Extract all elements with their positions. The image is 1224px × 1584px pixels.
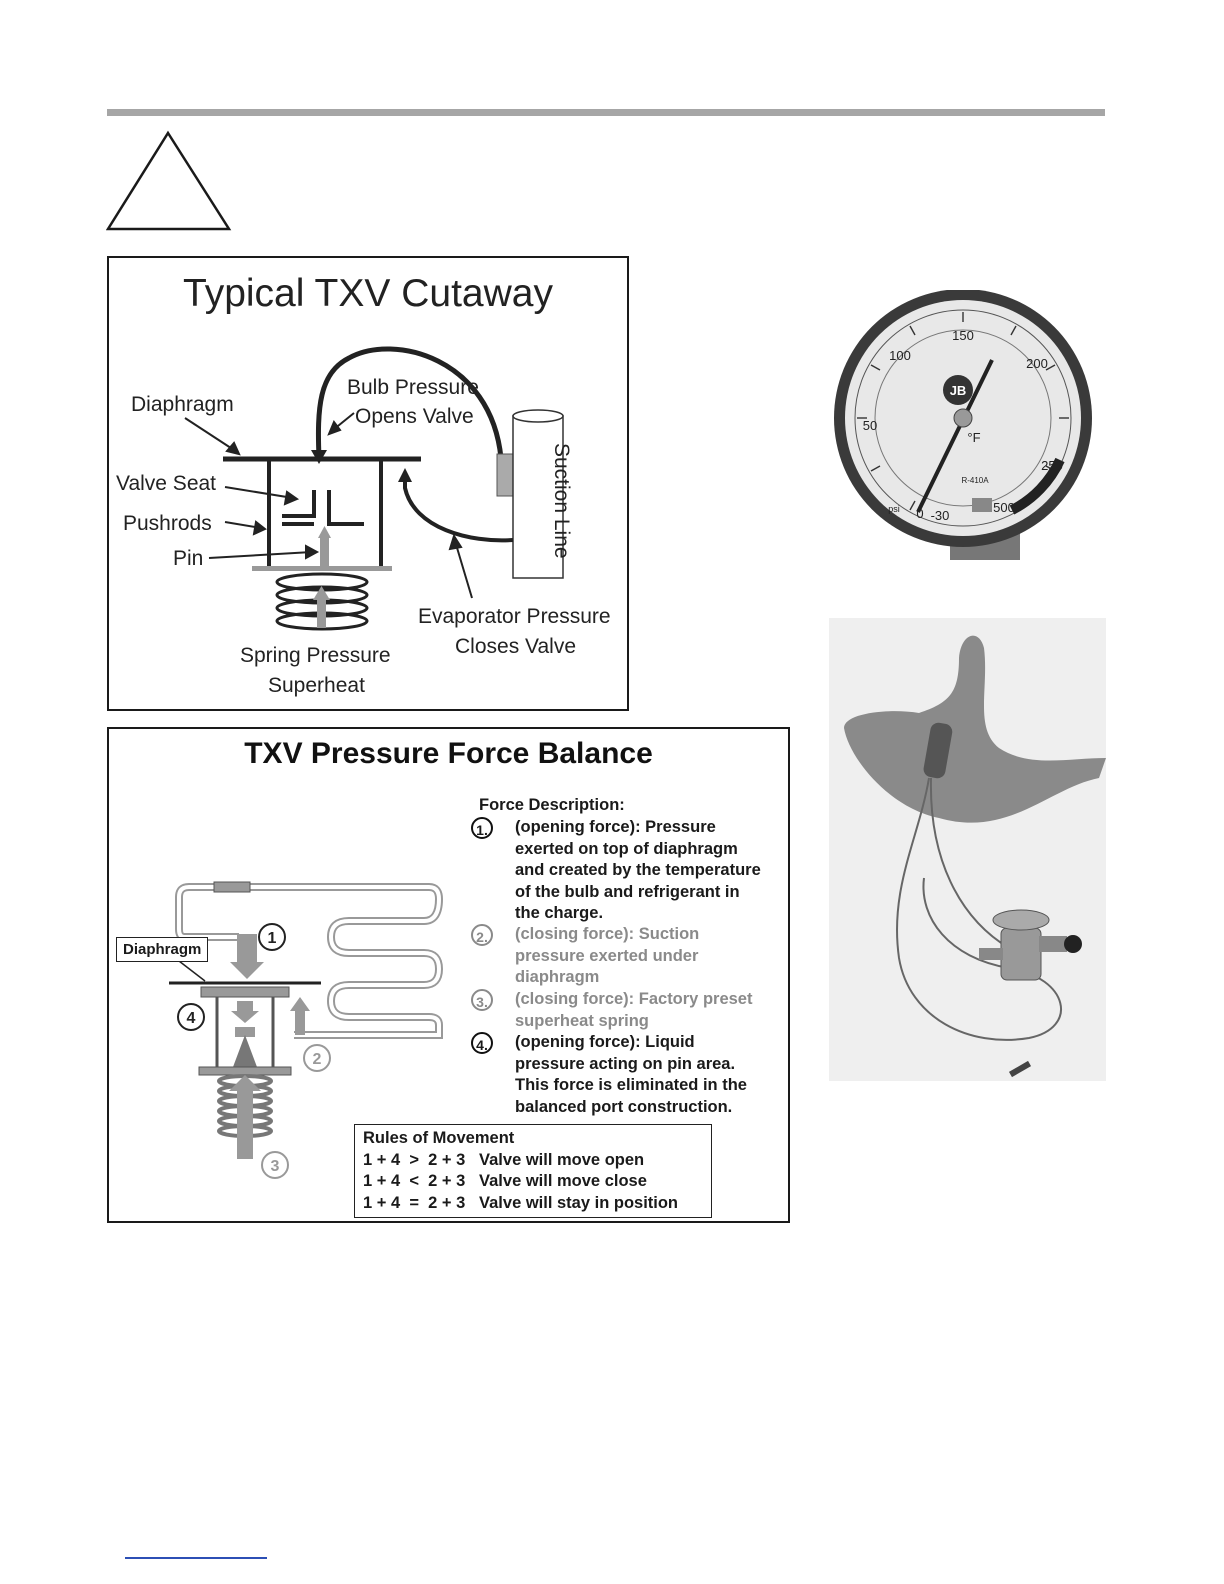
label-opens-valve: Opens Valve	[355, 405, 474, 428]
cutaway-title: Typical TXV Cutaway	[183, 272, 553, 315]
spring-plate	[252, 566, 392, 571]
diaphragm-tag: Diaphragm	[116, 937, 209, 962]
label-bulb-pressure: Bulb Pressure	[347, 376, 479, 399]
rules-heading: Rules of Movement	[363, 1129, 515, 1147]
force-item-3: 3. (closing force): Factory preset super…	[471, 989, 752, 1032]
gauge-brand: JB	[950, 383, 967, 398]
svg-text:150: 150	[952, 328, 974, 343]
svg-text:250: 250	[1041, 458, 1063, 473]
balance-title: TXV Pressure Force Balance	[244, 737, 653, 770]
force-3-number: 3.	[471, 989, 493, 1011]
label-pin: Pin	[173, 547, 204, 570]
rules-of-movement-box: Rules of Movement 1 + 4 > 2 + 3 Valve wi…	[354, 1124, 712, 1218]
label-pushrods: Pushrods	[123, 512, 212, 535]
spring-arrow	[317, 598, 326, 628]
hand-photo-illustration	[829, 618, 1106, 1081]
label-evaporator-pressure: Evaporator Pressure	[418, 605, 611, 628]
svg-text:R-410A: R-410A	[961, 476, 989, 485]
force-1-arrow-icon	[230, 962, 264, 979]
evaporator-line	[403, 480, 514, 543]
label-valve-seat: Valve Seat	[116, 472, 217, 495]
svg-text:psi: psi	[888, 504, 900, 514]
pin-shape	[320, 536, 329, 570]
txv-cutaway-figure: Typical TXV Cutaway	[107, 256, 629, 711]
force-description-heading: Force Description:	[479, 796, 625, 814]
svg-text:-30: -30	[931, 508, 950, 523]
label-closes-valve: Closes Valve	[455, 635, 576, 658]
rule-row: 1 + 4 = 2 + 3 Valve will stay in positio…	[363, 1193, 679, 1212]
label-spring-pressure: Spring Pressure	[240, 644, 391, 667]
valve-pin-cone	[233, 1035, 257, 1067]
label-suction-line: Suction Line	[550, 443, 573, 559]
force-2-number: 2.	[471, 924, 493, 946]
svg-text:100: 100	[889, 348, 911, 363]
gauge-needle	[916, 359, 994, 513]
label-diaphragm: Diaphragm	[131, 393, 234, 416]
force-2-arrow-icon	[290, 997, 310, 1011]
svg-text:50: 50	[863, 418, 877, 433]
svg-text:200: 200	[1026, 356, 1048, 371]
gauge-illustration: 150 100 50 200 250 0 -30 500 psi °F R-41…	[834, 289, 1092, 560]
cutaway-diagram	[184, 346, 564, 631]
svg-text:0: 0	[916, 506, 923, 521]
callout-3: 3	[271, 1158, 280, 1175]
callout-1: 1	[268, 930, 277, 947]
force-1-number: 1.	[471, 817, 493, 839]
svg-text:°F: °F	[967, 430, 980, 445]
force-4-arrow-icon	[231, 1011, 259, 1023]
rule-row: 1 + 4 > 2 + 3 Valve will move open	[363, 1150, 645, 1169]
suction-line-pipe	[512, 415, 564, 579]
force-balance-diagram: 1 2 3 4	[169, 881, 444, 1179]
force-balance-figure: TXV Pressure Force Balance	[107, 727, 790, 1223]
header-rule	[107, 109, 1105, 116]
warning-triangle-icon	[106, 130, 232, 231]
evaporator-arrow-icon	[398, 468, 412, 482]
callout-circles: 1 2 3 4	[177, 923, 331, 1179]
label-pointers	[184, 412, 473, 599]
label-superheat: Superheat	[268, 674, 365, 697]
valve-seat	[282, 490, 364, 526]
force-item-1: 1. (opening force): Pressure exerted on …	[471, 817, 761, 925]
force-4-number: 4.	[471, 1032, 493, 1054]
sensing-bulb	[496, 453, 514, 497]
force-item-2: 2. (closing force): Suction pressure exe…	[471, 924, 699, 989]
force-3-arrow-icon	[229, 1075, 261, 1091]
rule-row: 1 + 4 < 2 + 3 Valve will move close	[363, 1172, 647, 1190]
footer-link-underline	[125, 1557, 267, 1559]
callout-4: 4	[187, 1010, 196, 1027]
svg-text:500: 500	[993, 500, 1015, 515]
force-item-4: 4. (opening force): Liquid pressure acti…	[471, 1032, 747, 1118]
txv-in-hand-photo	[829, 618, 1106, 1081]
pressure-gauge-photo: 150 100 50 200 250 0 -30 500 psi °F R-41…	[832, 289, 1094, 560]
callout-2: 2	[313, 1051, 322, 1068]
capillary-tube	[315, 346, 504, 459]
bulb-small	[213, 881, 251, 893]
